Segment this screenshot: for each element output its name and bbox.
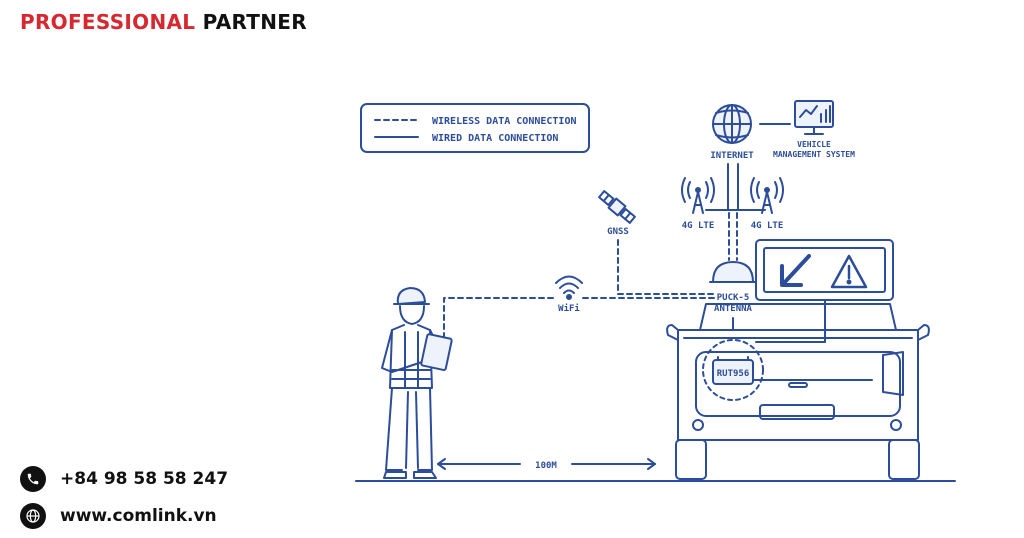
router-device — [702, 339, 764, 401]
warning-icon — [830, 254, 868, 289]
satellite-icon — [598, 190, 636, 224]
phone-number[interactable]: +84 98 58 58 247 — [60, 469, 229, 489]
lte-right-label: 4G LTE — [751, 221, 784, 231]
worker — [381, 287, 453, 479]
globe-icon — [712, 104, 752, 144]
monitor-icon — [794, 100, 834, 135]
legend-wired-label: WIRED DATA CONNECTION — [432, 133, 558, 144]
legend-box — [360, 103, 590, 153]
globe-icon — [20, 503, 46, 529]
antenna-label-line1: PUCK-5 — [717, 293, 750, 303]
brand-dark: PARTNER — [202, 10, 307, 34]
vms-label-line2: MANAGEMENT SYSTEM — [773, 150, 855, 159]
arrow-icon — [780, 254, 811, 287]
router-label: RUT956 — [717, 369, 750, 379]
tower-icon — [681, 177, 715, 214]
distance-label: 100M — [535, 461, 557, 471]
sign-board — [755, 239, 894, 343]
wifi-label: WiFi — [558, 303, 580, 314]
tower-icon — [750, 177, 784, 214]
contact-website: www.comlink.vn — [20, 503, 217, 529]
website-link[interactable]: www.comlink.vn — [60, 506, 217, 526]
gnss-label: GNSS — [607, 227, 629, 237]
brand-title: PROFESSIONAL PARTNER — [20, 10, 307, 34]
vms-label-line1: VEHICLE — [797, 140, 831, 149]
contact-phone: +84 98 58 58 247 — [20, 466, 228, 492]
legend-wireless-label: WIRELESS DATA CONNECTION — [432, 116, 577, 127]
antenna-label-line2: ANTENNA — [714, 304, 753, 314]
phone-icon — [20, 466, 46, 492]
brand-accent: PROFESSIONAL — [20, 10, 196, 34]
truck — [666, 303, 930, 480]
lte-left-label: 4G LTE — [682, 221, 715, 231]
internet-label: INTERNET — [710, 151, 754, 161]
distance-indicator — [437, 458, 656, 470]
puck-antenna — [709, 261, 757, 283]
wifi-icon — [555, 275, 583, 300]
